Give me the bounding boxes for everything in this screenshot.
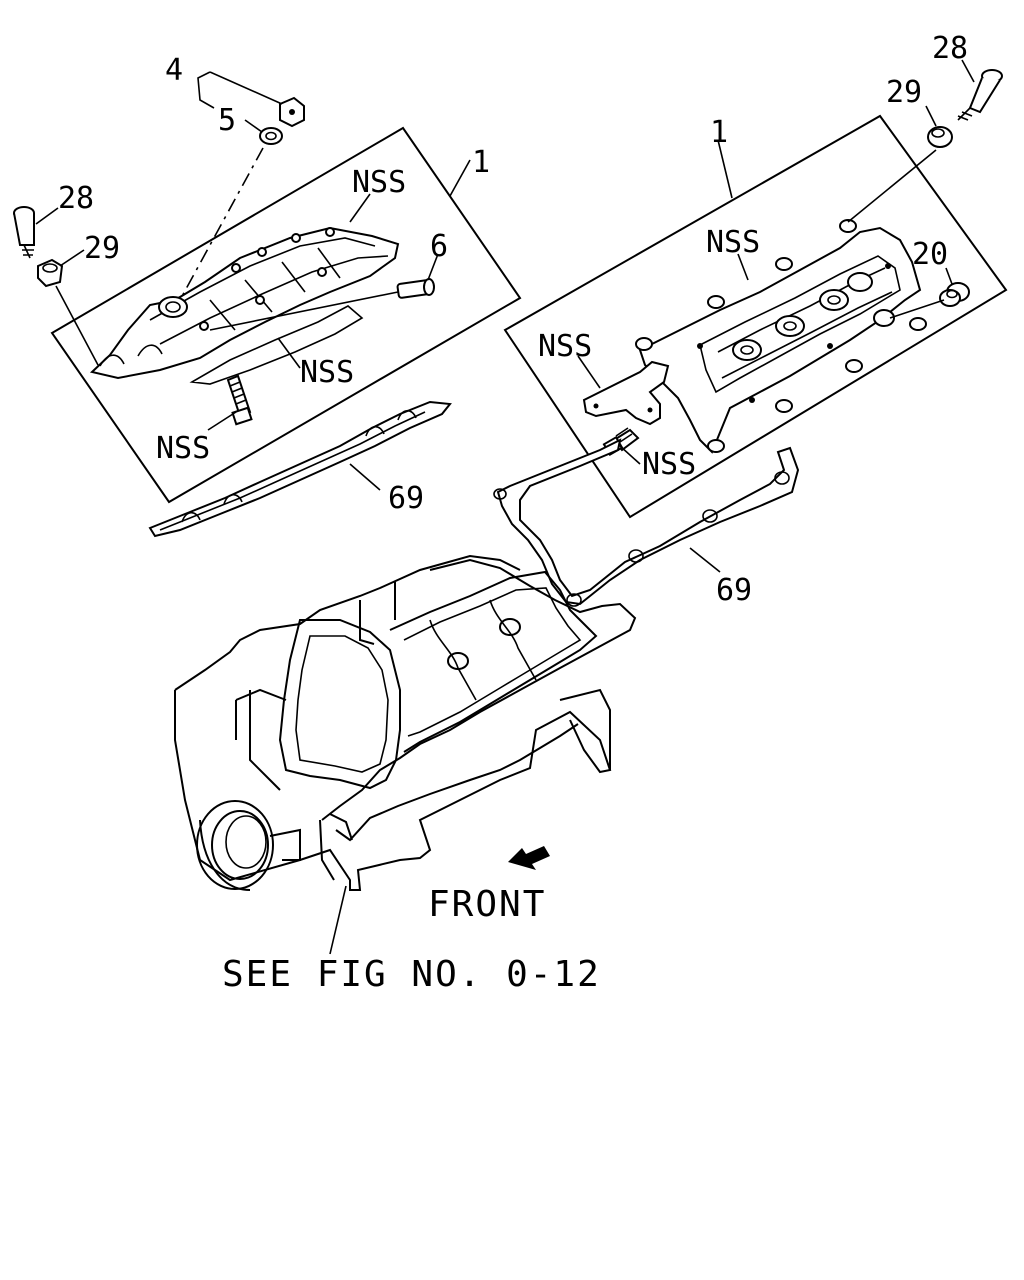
label-right-part-69: 69	[716, 573, 752, 608]
label-right-part-29: 29	[886, 75, 922, 110]
see-figure-leader	[329, 885, 347, 955]
label-left-nss-mid: NSS	[300, 355, 354, 390]
right-head-cover	[635, 219, 927, 454]
left-cover-group: 4 5 28 29 NSS 1 6 NSS NSS 69	[13, 53, 522, 538]
label-left-nss-top: NSS	[352, 165, 406, 200]
label-left-part-28: 28	[58, 181, 94, 216]
right-cover-group: 28 29 1 NSS 20 NSS NSS 69	[493, 31, 1008, 608]
right-grommet-part-29	[927, 126, 953, 148]
label-left-part-5: 5	[218, 103, 236, 138]
label-left-part-4: 4	[165, 53, 183, 88]
left-leader-lines	[35, 71, 471, 491]
engine-block	[174, 554, 637, 891]
label-right-nss-top: NSS	[706, 225, 760, 260]
left-filler-cap-part-4	[279, 96, 305, 128]
label-left-part-69: 69	[388, 481, 424, 516]
front-label: FRONT	[428, 884, 546, 925]
left-group-frame	[50, 126, 522, 504]
label-left-nss-bolt: NSS	[156, 431, 210, 466]
see-figure-label: SEE FIG NO. 0-12	[222, 954, 601, 995]
left-head-cover	[89, 226, 400, 380]
left-cap-seal-part-5	[259, 127, 283, 145]
right-bracket-nss	[582, 360, 670, 426]
right-seal-part-20	[939, 282, 970, 307]
label-right-part-1: 1	[710, 115, 728, 150]
left-grommet-part-29	[37, 258, 64, 288]
label-left-part-29: 29	[84, 231, 120, 266]
label-right-nss-bolt: NSS	[642, 447, 696, 482]
label-left-part-6: 6	[430, 229, 448, 264]
left-plug-part-6	[396, 278, 435, 299]
left-bolt-part-28	[13, 206, 35, 259]
label-right-nss-bracket: NSS	[538, 329, 592, 364]
label-right-part-20: 20	[912, 237, 948, 272]
left-bolt-nss	[226, 374, 253, 426]
left-baffle-plate	[189, 305, 364, 385]
left-gasket-part-69	[148, 400, 452, 538]
label-left-part-1: 1	[472, 145, 490, 180]
right-leader-lines	[577, 59, 975, 573]
right-bolt-part-28	[957, 69, 1003, 121]
label-right-part-28: 28	[932, 31, 968, 66]
front-arrow-icon	[508, 846, 550, 870]
